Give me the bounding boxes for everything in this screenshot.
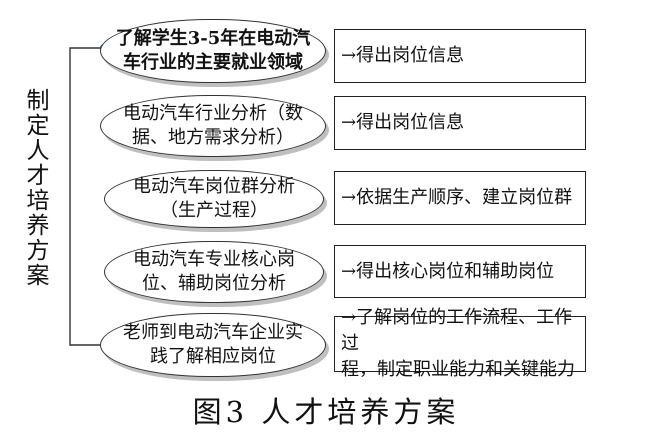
result-box-2: →得出岗位信息: [334, 96, 586, 150]
result-box-1: →得出岗位信息: [334, 29, 586, 83]
left-bracket-line: [69, 47, 104, 346]
figure-caption: 图3 人才培养方案: [192, 395, 460, 429]
oval-industry-analysis: 电动汽车行业分析（数 据、地方需求分析）: [100, 95, 326, 157]
result-box-4: →得出核心岗位和辅助岗位: [334, 245, 586, 298]
oval-position-group-analysis: 电动汽车岗位群分析 （生产过程）: [104, 170, 324, 228]
oval-teacher-practice: 老师到电动汽车企业实 践了解相应岗位: [100, 313, 326, 377]
result-box-5: →了解岗位的工作流程、工作过 程，制定职业能力和关键能力: [334, 307, 586, 380]
left-vertical-label: 制定人才培养方案: [22, 88, 48, 288]
result-box-3: →依据生产顺序、建立岗位群: [334, 171, 586, 225]
oval-core-position-analysis: 电动汽车专业核心岗 位、辅助岗位分析: [104, 241, 324, 303]
oval-employment-fields: 了解学生3-5年在电动汽 车行业的主要就业领域: [100, 19, 326, 83]
